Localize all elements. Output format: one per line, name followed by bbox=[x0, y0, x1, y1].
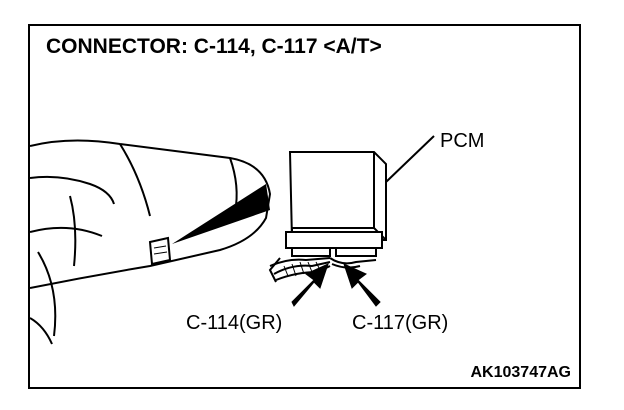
arrow-c117 bbox=[343, 263, 381, 307]
pcm-leader-line bbox=[385, 135, 435, 183]
page-title: CONNECTOR: C-114, C-117 <A/T> bbox=[46, 35, 382, 58]
pcm-unit bbox=[285, 151, 387, 249]
dashboard-outline bbox=[30, 139, 272, 345]
connector-location-box bbox=[148, 236, 172, 266]
figure-code: AK103747AG bbox=[470, 364, 572, 381]
diagram-frame: CONNECTOR: C-114, C-117 <A/T> PCM C-114(… bbox=[28, 24, 581, 389]
harness-stripes bbox=[283, 261, 321, 277]
pcm-label: PCM bbox=[440, 130, 485, 152]
callout-wedge bbox=[172, 184, 270, 244]
c114-label: C-114(GR) bbox=[186, 312, 283, 334]
c117-label: C-117(GR) bbox=[352, 312, 449, 334]
dashboard-illustration bbox=[30, 135, 435, 345]
arrow-c114 bbox=[291, 263, 329, 307]
